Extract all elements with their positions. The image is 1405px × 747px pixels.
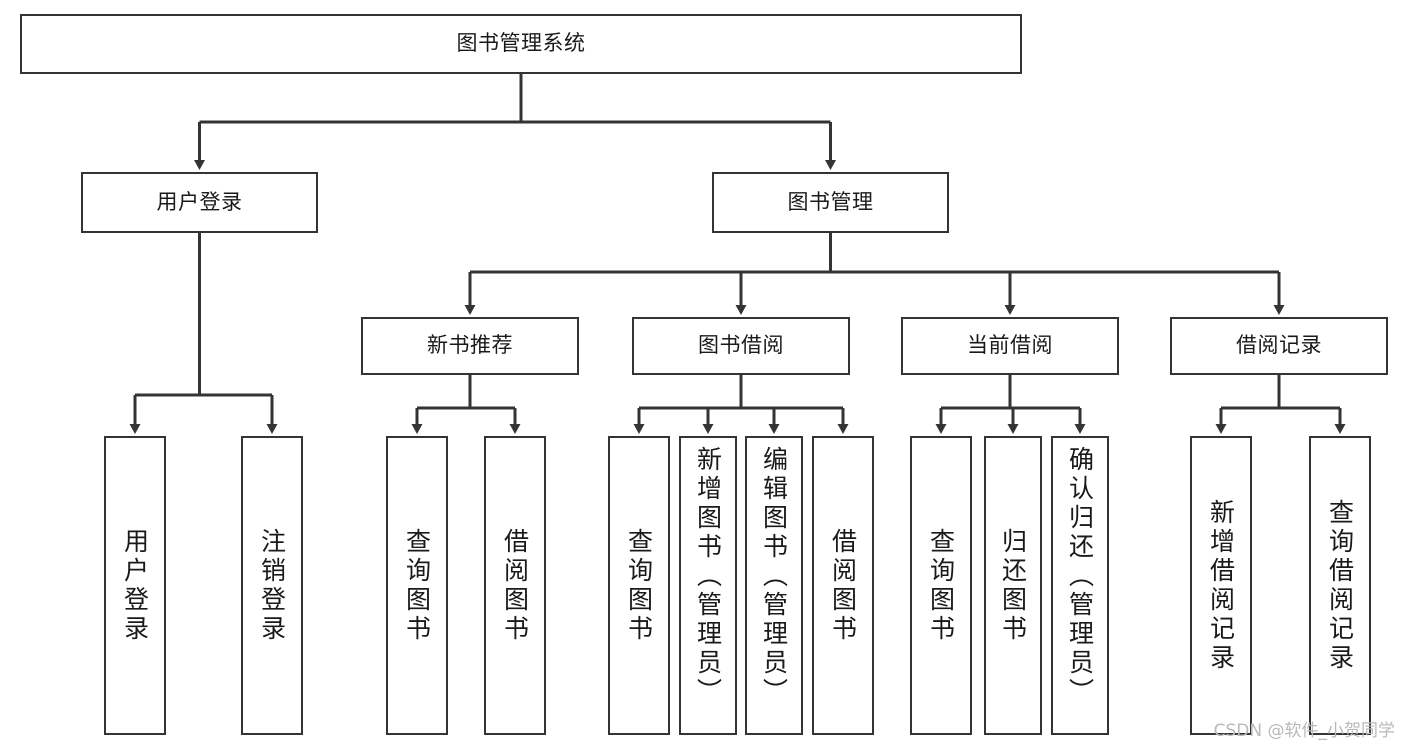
node-leaf-borrow-book-1[interactable]: 借阅图书	[484, 436, 546, 735]
node-leaf-query-record-label: 查询借阅记录	[1325, 498, 1355, 673]
node-book-manage[interactable]: 图书管理	[712, 172, 949, 233]
node-book-borrow-label: 图书借阅	[698, 333, 784, 358]
node-leaf-borrow-book-2[interactable]: 借阅图书	[812, 436, 874, 735]
node-borrow-record[interactable]: 借阅记录	[1170, 317, 1388, 375]
node-root[interactable]: 图书管理系统	[20, 14, 1022, 74]
node-leaf-edit-book-label: 编辑图书（管理员）	[759, 446, 789, 707]
node-leaf-add-record[interactable]: 新增借阅记录	[1190, 436, 1252, 735]
node-leaf-query-book-3[interactable]: 查询图书	[910, 436, 972, 735]
node-book-borrow[interactable]: 图书借阅	[632, 317, 850, 375]
node-leaf-borrow-book-1-label: 借阅图书	[500, 527, 530, 644]
node-leaf-user-logout-label: 注销登录	[257, 527, 287, 644]
node-leaf-query-book-2-label: 查询图书	[624, 527, 654, 644]
node-leaf-edit-book[interactable]: 编辑图书（管理员）	[745, 436, 803, 735]
node-leaf-query-book-1[interactable]: 查询图书	[386, 436, 448, 735]
node-new-book-recommend[interactable]: 新书推荐	[361, 317, 579, 375]
node-new-book-recommend-label: 新书推荐	[427, 333, 513, 358]
node-current-borrow[interactable]: 当前借阅	[901, 317, 1119, 375]
node-leaf-add-book[interactable]: 新增图书（管理员）	[679, 436, 737, 735]
node-leaf-query-book-3-label: 查询图书	[926, 527, 956, 644]
node-user-login-label: 用户登录	[156, 189, 243, 214]
node-book-manage-label: 图书管理	[787, 189, 874, 214]
watermark-text: CSDN @软件_小贺同学	[1213, 721, 1395, 741]
node-leaf-confirm-return[interactable]: 确认归还（管理员）	[1051, 436, 1109, 735]
node-leaf-query-book-1-label: 查询图书	[402, 527, 432, 644]
node-leaf-return-book-label: 归还图书	[998, 527, 1028, 644]
node-root-label: 图书管理系统	[456, 31, 586, 56]
node-leaf-borrow-book-2-label: 借阅图书	[828, 527, 858, 644]
node-borrow-record-label: 借阅记录	[1236, 333, 1322, 358]
node-leaf-return-book[interactable]: 归还图书	[984, 436, 1042, 735]
node-leaf-user-login-label: 用户登录	[120, 527, 150, 644]
node-leaf-query-book-2[interactable]: 查询图书	[608, 436, 670, 735]
node-leaf-query-record[interactable]: 查询借阅记录	[1309, 436, 1371, 735]
node-leaf-user-logout[interactable]: 注销登录	[241, 436, 303, 735]
node-leaf-confirm-return-label: 确认归还（管理员）	[1065, 446, 1095, 707]
node-user-login[interactable]: 用户登录	[81, 172, 318, 233]
node-leaf-add-book-label: 新增图书（管理员）	[693, 446, 723, 707]
node-current-borrow-label: 当前借阅	[967, 333, 1053, 358]
node-leaf-user-login[interactable]: 用户登录	[104, 436, 166, 735]
node-leaf-add-record-label: 新增借阅记录	[1206, 498, 1236, 673]
